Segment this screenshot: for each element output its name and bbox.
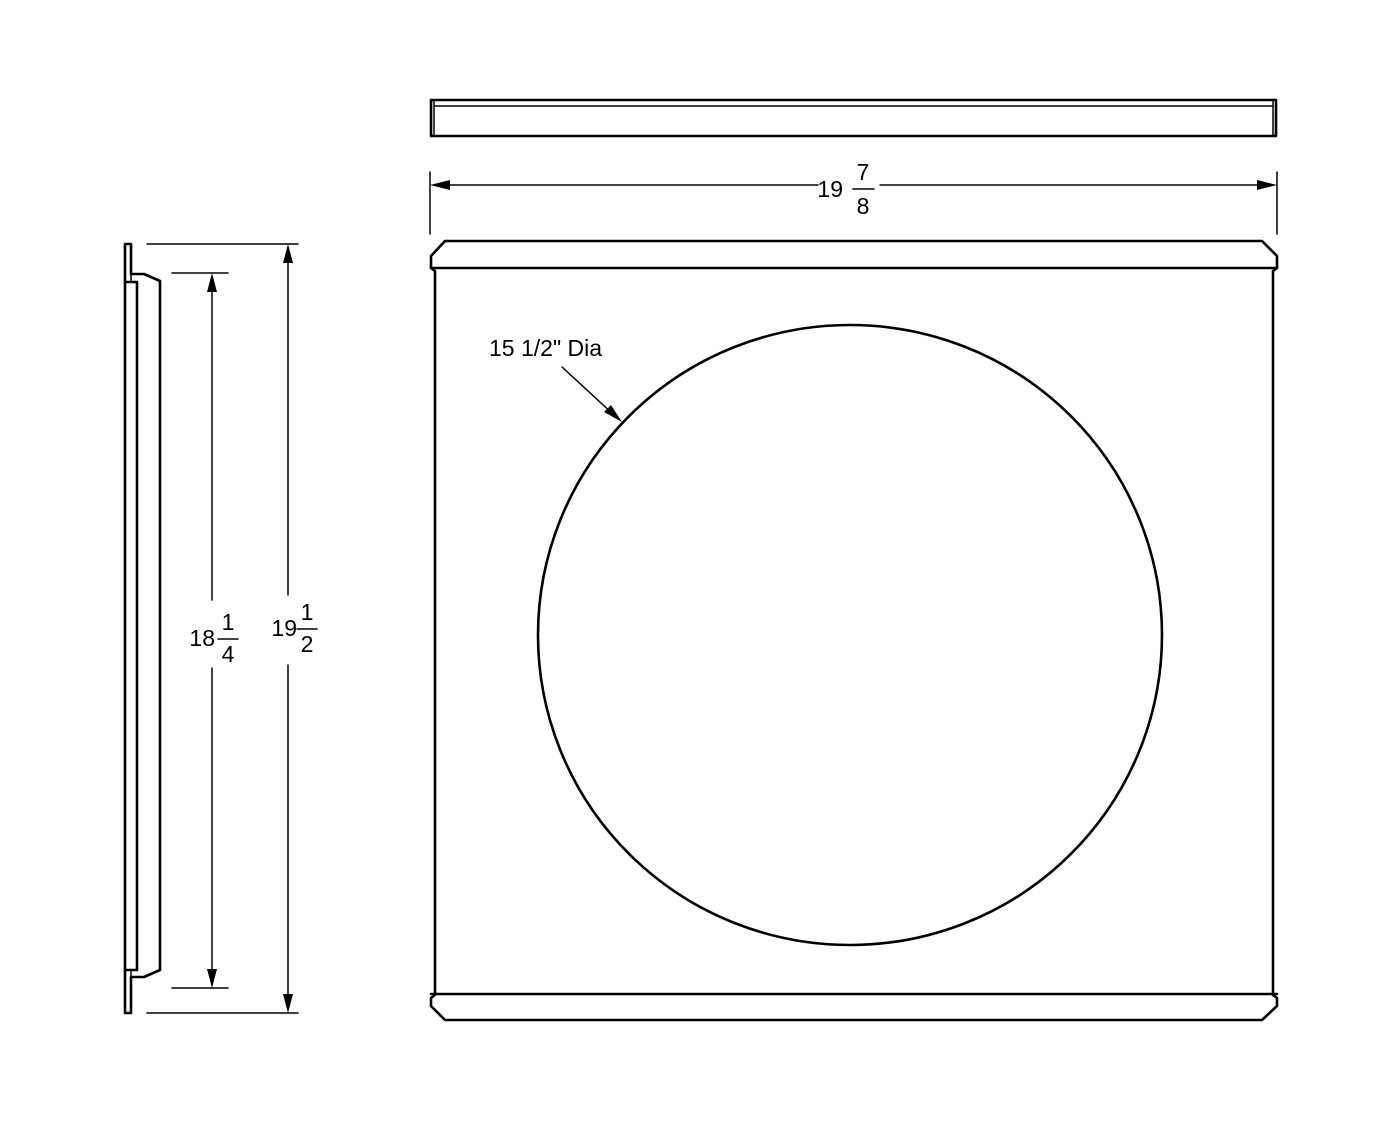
side-profile (123, 242, 162, 1015)
front-plate-view (429, 239, 1279, 1022)
center-hole (536, 323, 1164, 947)
width-numerator: 7 (857, 159, 870, 185)
width-dimension: 19 7 8 (429, 159, 1278, 235)
hole-diameter-label: 15 1/2" Dia (489, 335, 602, 361)
hole-callout: 15 1/2" Dia (489, 335, 622, 422)
inner-height-numerator: 1 (222, 609, 235, 635)
outer-height-numerator: 1 (301, 599, 314, 625)
inner-height-whole: 18 (189, 625, 215, 651)
inner-height-denominator: 4 (222, 641, 235, 667)
plate-outline (429, 239, 1279, 1022)
outer-height-dimension: 19 1 2 (146, 243, 318, 1014)
inner-height-dimension: 18 1 4 (171, 272, 239, 989)
top-edge-view (429, 98, 1278, 138)
width-whole: 19 (817, 176, 843, 202)
outer-height-denominator: 2 (301, 631, 314, 657)
outer-height-whole: 19 (271, 615, 297, 641)
width-denominator: 8 (857, 193, 870, 219)
side-profile-view (123, 242, 162, 1015)
